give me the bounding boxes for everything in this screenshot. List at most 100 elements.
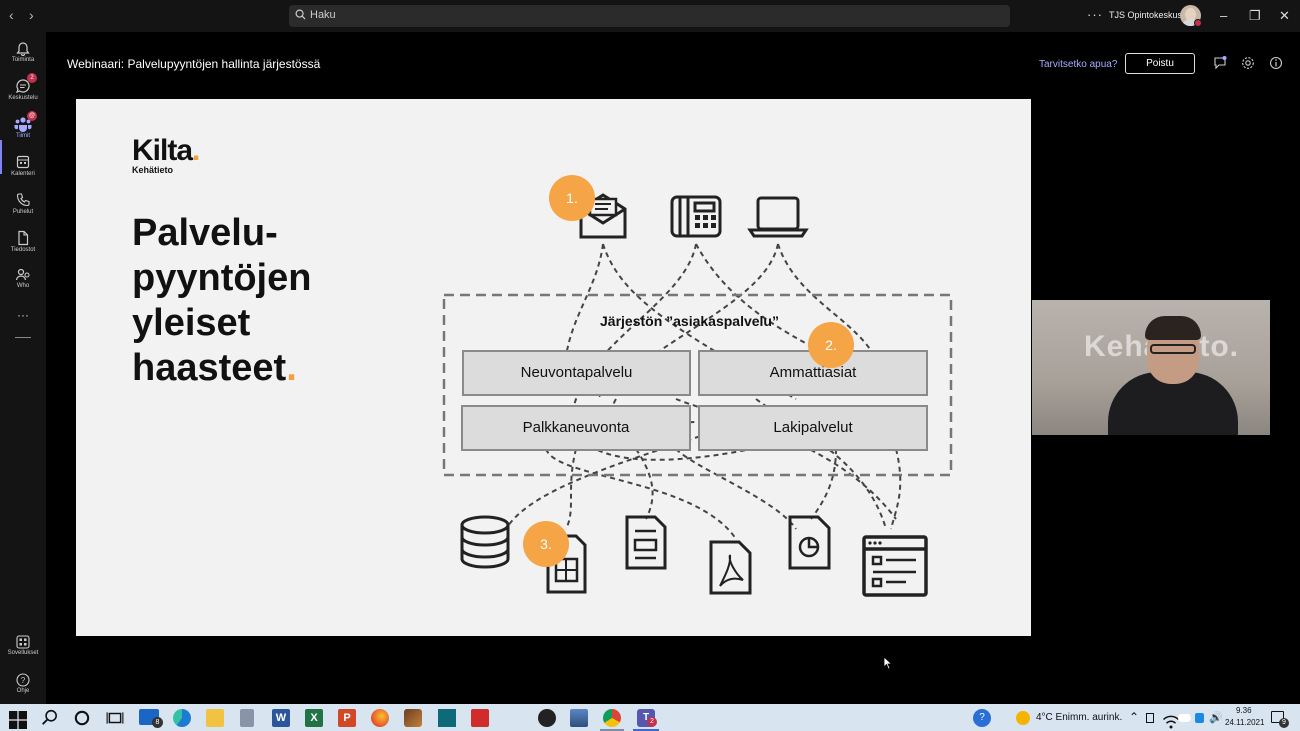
chat-icon — [15, 79, 30, 94]
slide-heading: Palvelu- pyyntöjen yleiset haasteet. — [132, 211, 392, 391]
rail-label: Tiedostot — [10, 247, 36, 253]
presenter-glasses — [1150, 344, 1196, 354]
app-icon[interactable] — [404, 709, 422, 727]
logo-dot: . — [192, 134, 200, 167]
heading-dot: . — [286, 347, 297, 389]
database-icon — [460, 515, 510, 569]
weather-text[interactable]: 4°C Enimm. aurink. — [1036, 712, 1123, 723]
shared-slide: Kilta. Kehätieto Palvelu- pyyntöjen ylei… — [76, 99, 1031, 636]
org-name[interactable]: TJS Opintokeskus — [1109, 10, 1183, 20]
app-icon[interactable] — [570, 709, 588, 727]
chat-badge: 2 — [27, 73, 37, 83]
rail-item-files[interactable]: Tiedostot — [0, 230, 46, 253]
spreadsheet-icon — [546, 534, 587, 594]
heading-line: yleiset — [132, 302, 251, 344]
device-icon[interactable] — [1146, 713, 1154, 723]
info-icon[interactable] — [1269, 56, 1283, 70]
feedback-icon[interactable] — [1213, 56, 1227, 70]
powerpoint-icon[interactable]: P — [338, 709, 356, 727]
cloud-icon[interactable] — [1178, 714, 1191, 722]
mail-badge: 8 — [152, 717, 163, 728]
security-icon[interactable] — [1195, 713, 1204, 723]
active-indicator — [0, 140, 2, 174]
meeting-title: Webinaari: Palvelupyyntöjen hallinta jär… — [67, 57, 321, 71]
help-icon[interactable]: ? — [973, 709, 991, 727]
notifications-icon[interactable] — [1271, 711, 1284, 723]
clock-date[interactable]: 24.11.2021 — [1225, 718, 1265, 727]
camera-feed[interactable]: Kehätieto. — [1032, 300, 1270, 435]
taskbar-active-indicator — [633, 729, 659, 731]
svg-text:?: ? — [21, 676, 26, 685]
word-icon[interactable]: W — [272, 709, 290, 727]
rail-label: Keskustelu — [8, 95, 38, 101]
app-icon[interactable] — [438, 709, 456, 727]
wifi-icon[interactable] — [1162, 712, 1180, 730]
rail-item-teams[interactable]: Tiimit — [0, 116, 46, 139]
apps-icon — [16, 635, 30, 649]
laptop-icon — [747, 196, 809, 238]
clock-time[interactable]: 9.36 — [1236, 706, 1252, 715]
rail-item-calendar[interactable]: Kalenteri — [0, 154, 46, 177]
restore-icon[interactable]: ❐ — [1249, 8, 1261, 23]
search-icon — [295, 9, 306, 20]
calendar-icon — [16, 155, 30, 169]
volume-icon[interactable]: 🔊 — [1209, 712, 1223, 724]
app-icon[interactable] — [538, 709, 556, 727]
who-icon — [15, 268, 30, 281]
chevron-up-icon[interactable]: ⌃ — [1129, 710, 1140, 724]
rail-item-chat[interactable]: Keskustelu — [0, 78, 46, 101]
kilta-logo: Kilta. — [132, 134, 200, 168]
app-icon[interactable] — [240, 709, 254, 727]
acrobat-icon[interactable] — [471, 709, 489, 727]
notifications-badge: 9 — [1279, 718, 1289, 728]
search-icon[interactable] — [41, 709, 59, 727]
teams-badge: @ — [27, 111, 37, 121]
rail-item-who[interactable]: Who — [0, 268, 46, 289]
excel-icon[interactable]: X — [305, 709, 323, 727]
weather-sun-icon[interactable] — [1016, 711, 1030, 725]
step-marker-2: 2. — [808, 322, 854, 368]
rail-item-help[interactable]: ? Ohje — [0, 673, 46, 694]
teams-badge: 2 — [647, 717, 657, 727]
app-rail: Toiminta Keskustelu 2 Tiimit @ Kalenteri… — [0, 32, 46, 704]
settings-icon[interactable] — [1241, 56, 1255, 70]
heading-line: haasteet — [132, 347, 287, 389]
more-options-icon[interactable]: ··· — [1087, 7, 1103, 22]
chrome-icon[interactable] — [603, 709, 621, 727]
minimize-icon[interactable]: – — [1220, 8, 1228, 23]
help-icon: ? — [16, 673, 30, 687]
close-icon[interactable]: ✕ — [1279, 8, 1290, 23]
back-arrow-icon[interactable]: ‹ — [9, 7, 14, 23]
rail-label: Kalenteri — [11, 171, 35, 177]
bell-icon — [16, 42, 30, 56]
file-explorer-icon[interactable] — [206, 709, 224, 727]
rail-label: Sovellukset — [7, 650, 39, 656]
service-box-pay-advice: Palkkaneuvonta — [461, 405, 691, 451]
heading-line: pyyntöjen — [132, 257, 312, 299]
chart-document-icon — [788, 515, 831, 570]
rail-item-apps[interactable]: Sovellukset — [0, 635, 46, 656]
task-view-icon[interactable] — [106, 709, 124, 727]
step-marker-3: 3. — [523, 521, 569, 567]
leave-button[interactable]: Poistu — [1125, 53, 1195, 74]
rail-item-activity[interactable]: Toiminta — [0, 40, 46, 63]
status-busy-dot — [1194, 19, 1202, 27]
rail-item-calls[interactable]: Puhelut — [0, 192, 46, 215]
cortana-icon[interactable] — [73, 709, 91, 727]
step-marker-1: 1. — [549, 175, 595, 221]
firefox-icon[interactable] — [371, 709, 389, 727]
help-link[interactable]: Tarvitsetko apua? — [1039, 59, 1118, 70]
search-input[interactable]: Haku — [289, 5, 1010, 27]
taskbar: 8 W X P T 2 ? 4°C Enimm. aurink. ⌃ 🔊 9.3… — [0, 704, 1300, 731]
windows-start-icon[interactable] — [9, 711, 27, 729]
customer-service-label: Järjestön ”asiakaspalvelu” — [600, 313, 779, 329]
organization-boundary — [442, 293, 953, 477]
pdf-icon — [709, 540, 752, 595]
rail-label: Puhelut — [12, 209, 34, 215]
presenter-hair — [1145, 316, 1201, 340]
file-icon — [18, 230, 29, 246]
edge-icon[interactable] — [173, 709, 191, 727]
taskbar-open-indicator — [600, 729, 624, 731]
rail-more-icon[interactable]: ··· — [17, 308, 29, 322]
forward-arrow-icon[interactable]: › — [29, 7, 34, 23]
